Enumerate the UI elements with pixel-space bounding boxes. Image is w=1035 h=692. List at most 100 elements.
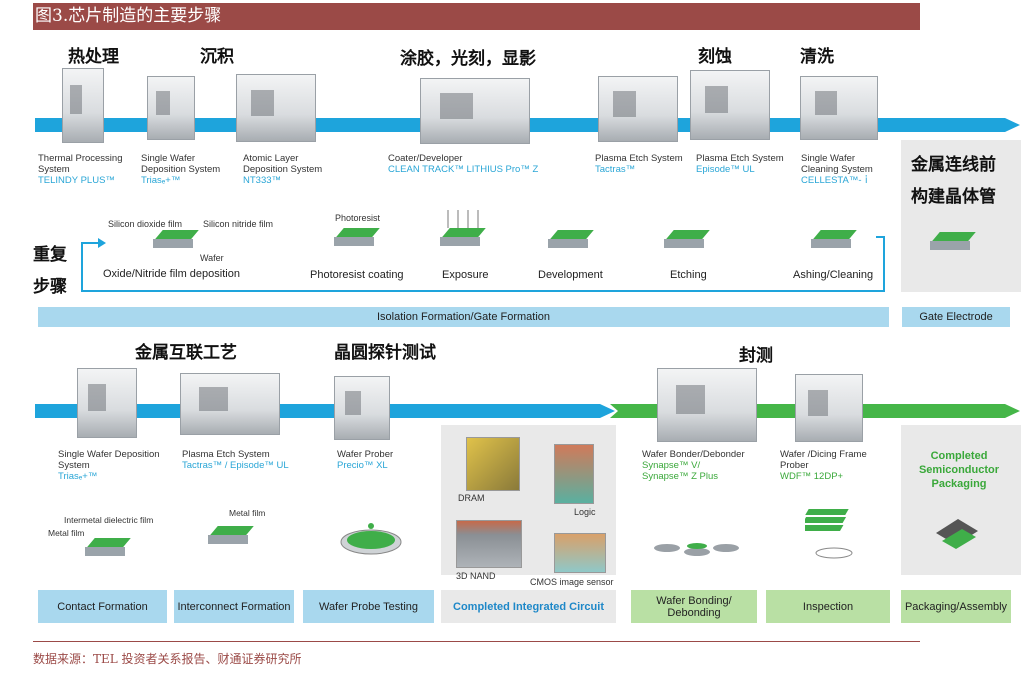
head-lithography: 涂胶，光刻，显影 [400,49,536,69]
desc-cleaning-product: CELLESTA™-ｉ [801,175,872,186]
desc-bottom-etch: Plasma Etch System Tactras™ / Episode™ U… [182,449,312,471]
ald-machine-image [236,74,316,142]
desc-wb-product: Synapse™ V/ [642,460,701,471]
coater-developer-machine-image [420,78,530,144]
head-transistor-line2: 构建晶体管 [911,187,996,207]
head-wafer-probe: 晶圆探针测试 [334,343,436,363]
desc-swd-product: Triasₑ+™ [141,175,181,186]
inspection-icon [805,509,853,559]
dram-chip-image [466,437,520,491]
step-photoresist-coating: Photoresist coating [310,269,404,281]
right-panel-bottom [901,425,1021,575]
contact-formation-icon [85,538,131,558]
head-clean: 清洗 [800,47,834,67]
cleaning-machine-image [800,76,878,140]
desc-wb-line1: Wafer Bonder/Debonder [642,449,745,460]
label-wafer-bonding: Wafer Bonding/ Debonding [631,590,757,623]
desc-bottom-deposition: Single Wafer Deposition System Triasₑ+™ [58,449,178,482]
logic-chip-image [554,444,594,504]
label-completed-ic: Completed Integrated Circuit [441,590,616,623]
desc-dicing-prober: Wafer /Dicing Frame Prober WDF™ 12DP+ [780,449,890,482]
desc-single-wafer-dep: Single Wafer Deposition System Triasₑ+™ [141,153,236,186]
completed-packaging-text: Completed Semiconductor Packaging [904,449,1014,491]
desc-be-line1: Plasma Etch System [182,449,270,460]
desc-coater: Coater/Developer CLEAN TRACK™ LITHIUS Pr… [388,153,563,175]
label-cmos: CMOS image sensor [530,577,614,587]
step-oxide-nitride: Oxide/Nitride film deposition [103,268,240,280]
completed-packaging-line3: Packaging [931,478,987,490]
label-photoresist: Photoresist [335,213,381,223]
desc-wp-product: Precio™ XL [337,460,388,471]
label-intermetal-film: Intermetal dielectric film [64,515,154,525]
label-silicon-dioxide: Silicon dioxide film [108,219,183,229]
desc-thermal-product: TELINDY PLUS™ [38,175,115,186]
package-chip-icon [936,519,978,549]
desc-bd-line1: Single Wafer Deposition [58,449,160,460]
head-metal-interconnect: 金属互联工艺 [135,343,237,363]
completed-packaging-line2: Semiconductor [918,464,1000,476]
desc-cleaning-line2: Cleaning System [801,164,873,175]
desc-swd-line2: Deposition System [141,164,221,175]
label-metal-film-mid: Metal film [229,508,266,518]
exposure-rays-icon [447,210,479,228]
dicing-prober-machine-image [795,374,863,442]
wafer-icon-etching [664,230,710,250]
wafer-bonder-machine-image [657,368,757,442]
cmos-chip-image [554,533,606,573]
completed-packaging-line1: Completed [930,450,988,462]
label-contact-formation: Contact Formation [38,590,167,623]
desc-dp-line1: Wafer /Dicing Frame [780,449,867,460]
wafer-icon-deposition [153,230,199,250]
repeat-loop-arrow [81,236,885,292]
label-dram: DRAM [458,493,485,503]
bonding-wafers-icon [654,543,739,556]
step-etching: Etching [670,269,707,281]
desc-thermal-line1: Thermal Processing [38,153,123,164]
wafer-prober-machine-image [334,376,390,440]
desc-ald-product: NT333™ [243,175,282,186]
plasma-etch-tactras-image [598,76,678,142]
desc-be-product: Tactras™ / Episode™ UL [182,460,289,471]
desc-thermal-line2: System [38,164,70,175]
bottom-deposition-machine-image [77,368,137,438]
wafer-icon-gate [930,232,976,252]
label-wafer-probe-testing: Wafer Probe Testing [303,590,434,623]
probe-wafer-icon [340,523,402,555]
desc-etch-episode: Plasma Etch System Episode™ UL [696,153,796,175]
wafer-icon-development [548,230,594,250]
desc-etch-episode-line1: Plasma Etch System [696,153,784,164]
label-packaging-assembly: Packaging/Assembly [901,590,1011,623]
desc-cleaning: Single Wafer Cleaning System CELLESTA™-ｉ [801,153,896,186]
wafer-icon-ashing [811,230,857,250]
gate-electrode-bar: Gate Electrode [902,307,1010,327]
plasma-etch-episode-image [690,70,770,140]
label-3d-nand: 3D NAND [456,571,496,581]
wafer-icon-exposure [440,228,486,248]
label-inspection: Inspection [766,590,890,623]
desc-wafer-bonder: Wafer Bonder/Debonder Synapse™ V/ Synaps… [642,449,772,482]
label-metal-film-left: Metal film [48,528,85,538]
right-panel-top [901,140,1021,292]
desc-swd-line1: Single Wafer [141,153,196,164]
repeat-label-line1: 重复 [33,245,67,265]
bottom-etch-machine-image [180,373,280,435]
label-logic: Logic [574,507,596,517]
desc-wp-line1: Wafer Prober [337,449,394,460]
head-transistor-line1: 金属连线前 [911,155,996,175]
thermal-processing-machine-image [62,68,104,143]
head-heat-treatment: 热处理 [68,47,119,67]
desc-ald-line1: Atomic Layer [243,153,299,164]
source-text: 数据来源：TEL 投资者关系报告、财通证券研究所 [33,652,302,666]
desc-bd-product: Triasₑ+™ [58,471,98,482]
step-exposure: Exposure [442,269,489,281]
desc-etch-tactras: Plasma Etch System Tactras™ [595,153,695,175]
desc-coater-line1: Coater/Developer [388,153,463,164]
repeat-label-line2: 步骤 [33,277,67,297]
desc-wafer-prober: Wafer Prober Precio™ XL [337,449,427,471]
figure-title: 图3.芯片制造的主要步骤 [33,3,920,30]
desc-etch-tactras-product: Tactras™ [595,164,636,175]
desc-dp-line2: Prober [780,460,809,471]
single-wafer-deposition-machine-image [147,76,195,140]
interconnect-icon [208,526,254,546]
desc-bd-line2: System [58,460,90,471]
